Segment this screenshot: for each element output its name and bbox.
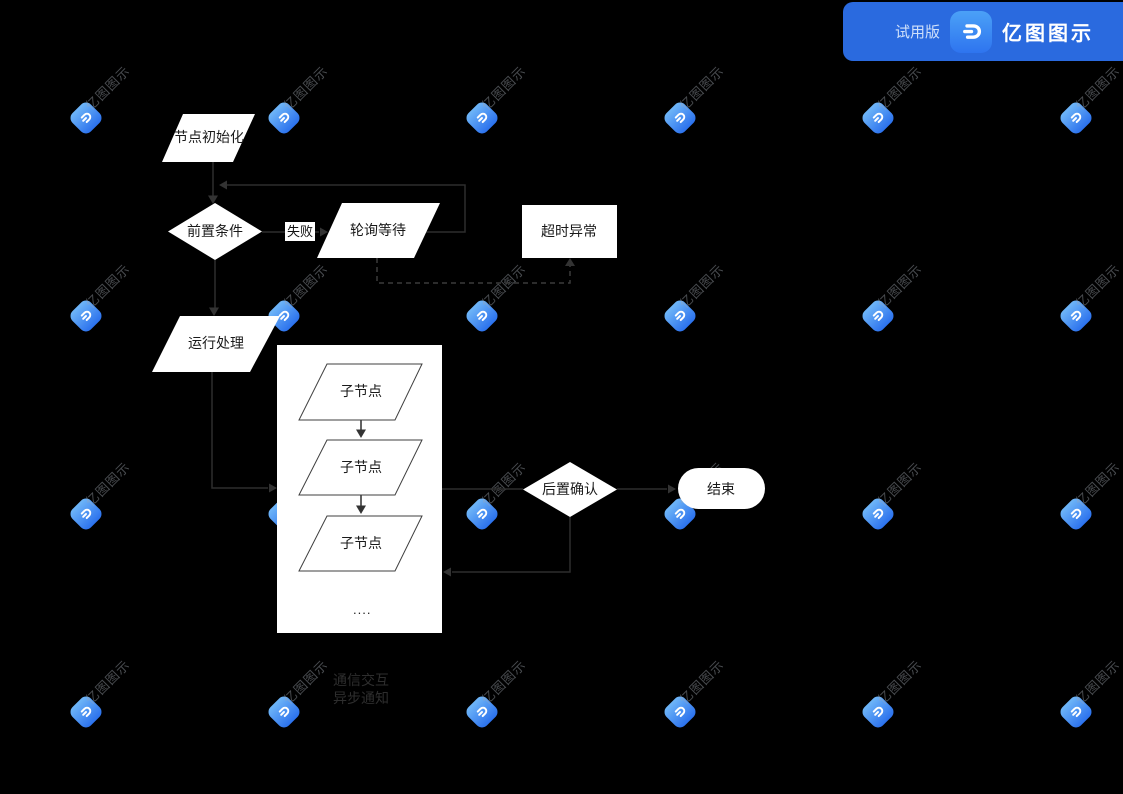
timeout-label: 超时异常	[541, 223, 597, 239]
fail-edge-label: 失败	[285, 222, 315, 241]
edge-pollwait-timeout-dashed[interactable]	[376, 258, 571, 284]
edraw-app-icon	[950, 10, 993, 53]
shape-child-3[interactable]	[298, 515, 423, 572]
ellipsis-label: ....	[353, 602, 372, 617]
app-name: 亿图图示	[1002, 23, 1095, 45]
edge-postcheck-loopback[interactable]	[452, 517, 571, 573]
edge-pollwait-feedback[interactable]	[226, 184, 466, 233]
shape-timeout[interactable]	[522, 205, 617, 258]
shape-child-2[interactable]	[298, 439, 423, 496]
post-check-label: 后置确认	[542, 481, 598, 497]
poll-wait-label: 轮询等待	[350, 222, 406, 238]
arrowhead-down	[356, 505, 366, 514]
end-label: 结束	[707, 481, 735, 497]
node-init-label: 节点初始化	[174, 129, 244, 145]
legend: 通信交互 异步通知	[333, 671, 389, 707]
trial-label: 试用版	[895, 24, 941, 41]
legend-solid-label: 通信交互	[333, 672, 389, 688]
shape-post-check[interactable]	[523, 462, 617, 517]
child-3-label: 子节点	[340, 535, 382, 551]
arrowhead-right	[269, 483, 277, 493]
shape-end[interactable]	[678, 468, 765, 509]
arrowhead-down	[356, 429, 366, 438]
edge-run-to-container[interactable]	[211, 372, 268, 489]
shape-pre-check[interactable]	[168, 203, 262, 260]
run-process-label: 运行处理	[188, 335, 244, 351]
arrowhead-right	[668, 484, 676, 494]
arrowhead-left	[443, 567, 451, 577]
shape-poll-wait[interactable]	[317, 203, 440, 258]
arrowhead-up	[565, 258, 575, 266]
arrowhead-left	[219, 180, 227, 190]
trial-banner[interactable]: 试用版 亿图图示	[843, 2, 1123, 61]
child-1-label: 子节点	[340, 383, 382, 399]
shape-child-1[interactable]	[298, 363, 423, 421]
child-2-label: 子节点	[340, 459, 382, 475]
legend-dashed-label: 异步通知	[333, 690, 389, 706]
arrowhead-right	[320, 227, 328, 237]
shape-node-init[interactable]	[162, 114, 255, 162]
pre-check-label: 前置条件	[187, 223, 243, 239]
arrowhead-down	[208, 195, 218, 204]
shape-run-process[interactable]	[152, 316, 280, 372]
arrowhead-down	[209, 307, 219, 316]
